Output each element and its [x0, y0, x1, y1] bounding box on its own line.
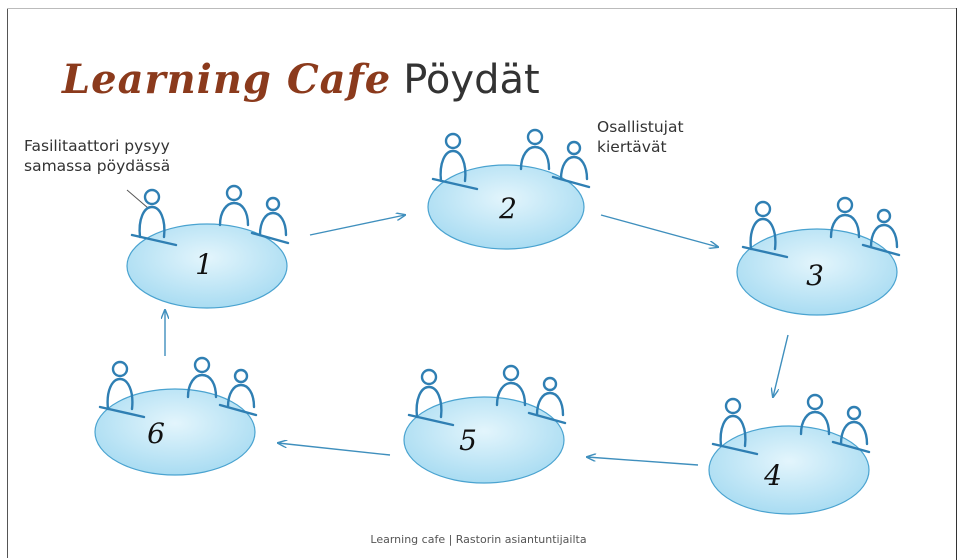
table-6-number: 6 — [147, 417, 165, 450]
table-5-number: 5 — [459, 424, 477, 457]
arrows — [165, 214, 789, 466]
people-icon — [711, 393, 871, 456]
table-3-number: 3 — [806, 259, 824, 292]
arrow-4-to-5 — [587, 457, 699, 466]
table-1-top — [126, 223, 288, 309]
table-6: 6 — [94, 356, 258, 476]
table-5-top — [403, 396, 565, 484]
table-4-number: 4 — [763, 459, 782, 492]
table-2: 2 — [427, 128, 591, 250]
slide-frame-top — [7, 8, 957, 9]
people-icon — [431, 128, 591, 191]
title-script-text: Learning Cafe — [62, 56, 392, 103]
facilitator-note: Fasilitaattori pysyy samassa pöydässä — [24, 137, 171, 175]
table-6-top — [94, 388, 256, 476]
arrow-2-to-3 — [600, 214, 718, 247]
arrow-5-to-6 — [278, 443, 391, 456]
table-2-number: 2 — [498, 192, 517, 225]
table-1: 1 — [126, 184, 290, 309]
people-icon — [98, 356, 258, 419]
table-5: 5 — [403, 364, 567, 484]
people-icon — [130, 184, 290, 247]
table-4: 4 — [708, 393, 871, 515]
title-plain-text: Pöydät — [403, 57, 540, 103]
table-4-top — [708, 425, 870, 515]
table-3: 3 — [736, 196, 901, 316]
people-icon — [407, 364, 567, 427]
arrow-3-to-4 — [773, 334, 789, 397]
slide-frame-left — [7, 8, 8, 558]
facilitator-pointer-line — [126, 189, 149, 209]
people-icon — [741, 196, 901, 259]
arrow-1-to-2 — [309, 215, 405, 236]
table-3-top — [736, 228, 898, 316]
participants-note: Osallistujat kiertävät — [597, 118, 684, 156]
slide-footer: Learning cafe | Rastorin asiantuntijailt… — [370, 533, 587, 546]
table-1-number: 1 — [195, 248, 213, 281]
